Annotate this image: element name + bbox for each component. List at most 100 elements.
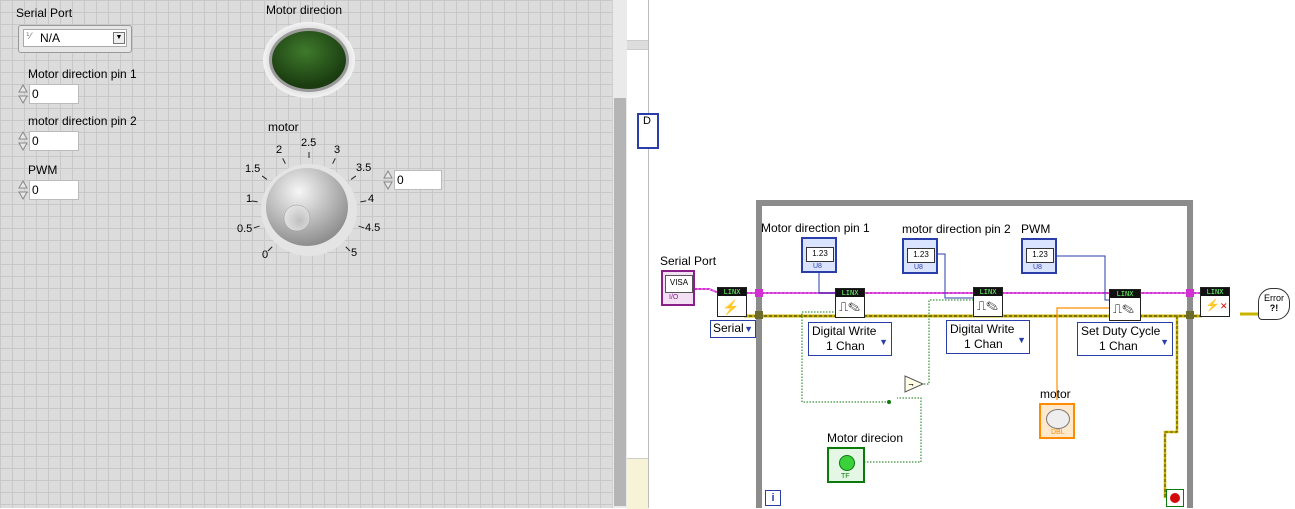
pwm-field[interactable]: 0 <box>29 180 79 200</box>
dropdown-arrow-icon[interactable]: ▼ <box>113 32 125 44</box>
svg-text:¬: ¬ <box>908 381 914 389</box>
pulse-write-icon: ⎍✎ <box>839 299 860 314</box>
motor-direction-pin1-control[interactable]: 0 <box>18 83 80 105</box>
knob-tick-mark <box>261 175 268 180</box>
pulse-write-icon: ⎍✎ <box>977 298 998 313</box>
knob-tick-label: 4 <box>368 193 375 205</box>
digital-write-ring-2-line2: 1 Chan <box>964 337 1003 351</box>
visa-icon: VISA <box>665 275 693 293</box>
set-duty-cycle-ring-line1: Set Duty Cycle <box>1081 324 1161 338</box>
tools-strip <box>627 458 648 509</box>
pin2-terminal-label: motor direction pin 2 <box>902 222 1011 236</box>
front-panel-scrollbar[interactable] <box>612 0 628 508</box>
motor-direction-pin1-label: Motor direction pin 1 <box>28 67 137 81</box>
knob-tick-mark <box>282 158 286 164</box>
wires-layer <box>693 200 1259 508</box>
serial-port-value: N/A <box>40 31 61 45</box>
partial-node-text: D <box>643 115 651 127</box>
motor-direcion-led-label: Motor direcion <box>266 3 343 17</box>
motor-knob-label: motor <box>268 120 299 134</box>
iteration-info-icon: i <box>765 490 781 506</box>
dropdown-arrow-icon: ▼ <box>744 324 753 334</box>
digital-write-ring-1[interactable]: Digital Write 1 Chan ▼ <box>808 322 892 356</box>
digital-write-node-1[interactable]: LINX ⎍✎ <box>835 288 865 318</box>
linx-open-node[interactable]: LINX ⚡ <box>717 287 747 317</box>
serial-port-terminal[interactable]: VISA I/O <box>661 270 695 306</box>
knob-tick-label: 0.5 <box>237 223 253 235</box>
knob-tick-mark <box>350 175 357 180</box>
numeric-icon: 1.23 <box>907 248 935 263</box>
digital-write-ring-2-line1: Digital Write <box>950 322 1015 336</box>
set-duty-cycle-node[interactable]: LINX ⎍✎ <box>1109 289 1141 321</box>
loop-stop-terminal[interactable] <box>1166 489 1184 507</box>
increment-decrement-icon[interactable] <box>18 179 28 201</box>
knob-tick-mark <box>345 246 351 252</box>
simple-error-handler-node[interactable]: Error?! <box>1258 288 1290 320</box>
motor-direction-pin2-label: motor direction pin 2 <box>28 114 137 128</box>
dropdown-arrow-icon: ▼ <box>1160 337 1169 347</box>
dropdown-arrow-icon: ▼ <box>1017 335 1026 345</box>
motor-knob-terminal[interactable]: DBL <box>1039 403 1075 439</box>
linx-header: LINX <box>974 288 1002 296</box>
linx-header: LINX <box>836 289 864 297</box>
pin1-terminal[interactable]: 1.23 U8 <box>801 237 837 273</box>
u8-tag: U8 <box>914 264 923 271</box>
motor-knob-value[interactable]: 0 <box>394 170 442 190</box>
serial-port-terminal-label: Serial Port <box>660 254 717 268</box>
pwm-write-icon: ⎍✎ <box>1113 301 1134 316</box>
pwm-control[interactable]: 0 <box>18 179 80 201</box>
knob-tick-label: 0 <box>262 249 269 261</box>
motor-knob[interactable]: 0 0.5 1 1.5 2 2.5 3 3.5 4 4.5 5 <box>225 135 385 263</box>
knob-tick-label: 2 <box>276 144 283 156</box>
knob-tick-label: 1.5 <box>245 163 261 175</box>
motor-direction-pin2-control[interactable]: 0 <box>18 130 80 152</box>
visa-resource-icon: ⅟ <box>26 31 32 41</box>
stop-icon <box>1170 493 1180 503</box>
io-tag: I/O <box>669 294 679 301</box>
close-serial-icon: ⚡✕ <box>1205 298 1228 312</box>
tf-tag: TF <box>841 473 850 480</box>
open-serial-icon: ⚡ <box>722 299 740 315</box>
partial-node: D <box>637 113 659 149</box>
not-gate-node[interactable]: ¬ <box>903 374 925 394</box>
dbl-tag: DBL <box>1051 429 1065 436</box>
motor-direcion-led[interactable] <box>261 18 363 98</box>
knob-tick-mark <box>251 200 258 203</box>
digital-write-node-2[interactable]: LINX ⎍✎ <box>973 287 1003 317</box>
u8-tag: U8 <box>1033 264 1042 271</box>
motor-terminal-label: motor <box>1040 387 1071 401</box>
pin2-terminal[interactable]: 1.23 U8 <box>902 238 938 274</box>
serial-port-control[interactable]: ⅟ N/A ▼ <box>18 25 132 53</box>
motor-direction-pin2-field[interactable]: 0 <box>29 131 79 151</box>
knob-tick-label: 3.5 <box>356 162 372 174</box>
increment-decrement-icon[interactable] <box>383 169 393 191</box>
led-terminal[interactable]: TF <box>827 447 865 483</box>
increment-decrement-icon[interactable] <box>18 130 28 152</box>
motor-direction-pin1-field[interactable]: 0 <box>29 84 79 104</box>
knob-tick-mark <box>332 158 336 164</box>
digital-write-ring-2[interactable]: Digital Write 1 Chan ▼ <box>946 320 1030 354</box>
serial-port-label: Serial Port <box>16 6 73 20</box>
set-duty-cycle-ring-line2: 1 Chan <box>1099 339 1138 353</box>
knob-tick-label: 4.5 <box>365 222 381 234</box>
error-text: Error <box>1264 293 1284 303</box>
linx-header: LINX <box>718 288 746 296</box>
scrollbar-thumb[interactable] <box>614 98 626 506</box>
serial-ring[interactable]: Serial ▼ <box>710 320 756 338</box>
linx-close-node[interactable]: LINX ⚡✕ <box>1200 287 1230 317</box>
serial-ring-text: Serial <box>713 321 744 335</box>
pwm-terminal-label: PWM <box>1021 222 1051 236</box>
set-duty-cycle-ring[interactable]: Set Duty Cycle 1 Chan ▼ <box>1077 322 1173 356</box>
pwm-terminal[interactable]: 1.23 U8 <box>1021 238 1057 274</box>
dropdown-arrow-icon: ▼ <box>879 337 888 347</box>
increment-decrement-icon[interactable] <box>18 83 28 105</box>
knob-tick-mark <box>360 200 367 203</box>
numeric-icon: 1.23 <box>1026 248 1054 263</box>
led-terminal-label: Motor direcion <box>827 431 904 445</box>
digital-write-ring-1-line1: Digital Write <box>812 324 877 338</box>
motor-knob-digital-display[interactable]: 0 <box>383 169 443 191</box>
knob-tick-mark <box>358 225 365 229</box>
knob-tick-label: 3 <box>334 144 341 156</box>
knob-tick-mark <box>267 246 273 252</box>
pwm-label: PWM <box>28 163 58 177</box>
